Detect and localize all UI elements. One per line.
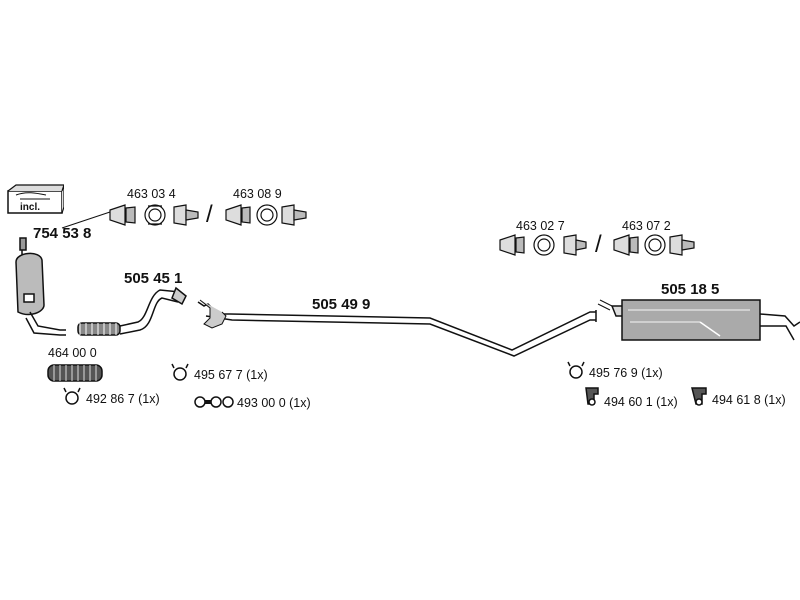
kit-box-icon bbox=[7, 184, 64, 214]
separator-1: / bbox=[206, 201, 213, 228]
front-pipe-part-number[interactable]: 505 45 1 bbox=[124, 270, 183, 287]
accessory-label-3[interactable]: 492 86 7 (1x) bbox=[86, 392, 160, 406]
catalyst-part-number[interactable]: 754 53 8 bbox=[33, 225, 92, 242]
clamp-set-1-icon[interactable] bbox=[109, 204, 199, 226]
accessory-label-6[interactable]: 494 61 8 (1x) bbox=[712, 393, 786, 407]
clamp-set-3-icon[interactable] bbox=[499, 234, 587, 256]
front-pipe-part[interactable] bbox=[77, 286, 187, 336]
gasket-icon[interactable] bbox=[194, 396, 234, 408]
rear-silencer-part[interactable] bbox=[597, 299, 800, 341]
kit-label: incl. bbox=[20, 202, 41, 213]
flex-hose-part[interactable] bbox=[47, 364, 103, 382]
clamp-ring-icon[interactable] bbox=[171, 363, 189, 381]
middle-pipe-part-number[interactable]: 505 49 9 bbox=[312, 296, 371, 313]
flex-hose-part-number[interactable]: 464 00 0 bbox=[48, 346, 97, 360]
clamp-set-4-icon[interactable] bbox=[613, 234, 695, 256]
accessory-label-5[interactable]: 494 60 1 (1x) bbox=[604, 395, 678, 409]
clamp-ring-icon-2[interactable] bbox=[63, 387, 81, 405]
accessory-label-2[interactable]: 493 00 0 (1x) bbox=[237, 396, 311, 410]
leader-line bbox=[61, 211, 111, 229]
rear-silencer-part-number[interactable]: 505 18 5 bbox=[661, 281, 720, 298]
middle-pipe-part[interactable] bbox=[197, 299, 597, 357]
accessory-label-4[interactable]: 495 76 9 (1x) bbox=[589, 366, 663, 380]
clamp-label-4[interactable]: 463 07 2 bbox=[622, 219, 671, 233]
rubber-mount-icon-1[interactable] bbox=[585, 387, 599, 406]
accessory-label-1[interactable]: 495 67 7 (1x) bbox=[194, 368, 268, 382]
separator-2: / bbox=[595, 231, 602, 258]
clamp-label-1[interactable]: 463 03 4 bbox=[127, 187, 176, 201]
clamp-ring-icon-3[interactable] bbox=[567, 361, 585, 379]
catalyst-part[interactable] bbox=[15, 237, 66, 336]
rubber-mount-icon-2[interactable] bbox=[691, 387, 707, 406]
clamp-label-3[interactable]: 463 02 7 bbox=[516, 219, 565, 233]
clamp-set-2-icon[interactable] bbox=[225, 204, 307, 226]
clamp-label-2[interactable]: 463 08 9 bbox=[233, 187, 282, 201]
